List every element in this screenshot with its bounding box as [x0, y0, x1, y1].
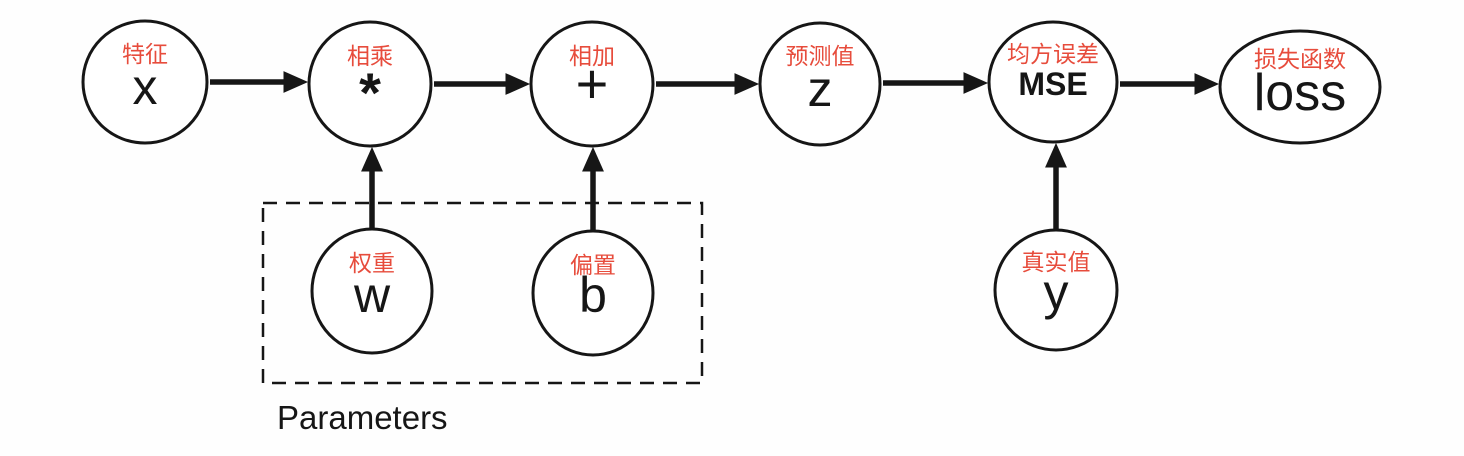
node-x-shape [81, 19, 209, 145]
node-x-label: 特征 [122, 41, 168, 67]
node-add: 相加 + [529, 20, 655, 148]
node-b-label: 偏置 [570, 252, 616, 278]
node-w: 权重 w [310, 227, 434, 355]
node-z: 预测值 z [758, 21, 882, 147]
node-y: 真实值 y [993, 228, 1119, 352]
node-x: 特征 x [81, 19, 209, 145]
node-b-shape [531, 229, 655, 357]
node-w-label: 权重 [349, 250, 395, 276]
node-y-symbol: y [1044, 264, 1069, 320]
node-z-shape [758, 21, 882, 147]
node-mse-shape [987, 20, 1119, 144]
node-loss-shape [1218, 29, 1382, 145]
node-b: 偏置 b [531, 229, 655, 357]
node-add-label: 相加 [569, 43, 615, 69]
node-b-symbol: b [579, 267, 607, 323]
node-multiply-shape [307, 20, 433, 148]
node-w-symbol: w [353, 267, 391, 323]
node-mse: 均方误差 MSE [987, 20, 1119, 144]
parameters-group-box [261, 201, 704, 385]
node-multiply-symbol: * [359, 61, 381, 124]
parameters-group-label: Parameters [277, 399, 448, 436]
node-loss-label: 损失函数 [1254, 46, 1346, 72]
node-multiply: 相乘 * [307, 20, 433, 148]
node-loss: 损失函数 loss [1218, 29, 1382, 145]
node-mse-label: 均方误差 [1007, 41, 1099, 67]
node-z-symbol: z [808, 61, 833, 117]
node-loss-symbol: loss [1254, 64, 1346, 122]
node-mse-symbol: MSE [1018, 66, 1087, 102]
node-add-symbol: + [576, 52, 609, 115]
node-add-shape [529, 20, 655, 148]
node-y-label: 真实值 [1022, 249, 1091, 275]
node-y-shape [993, 228, 1119, 352]
node-x-symbol: x [133, 59, 158, 115]
node-z-label: 预测值 [786, 43, 855, 69]
node-w-shape [310, 227, 434, 355]
node-multiply-label: 相乘 [347, 43, 393, 69]
